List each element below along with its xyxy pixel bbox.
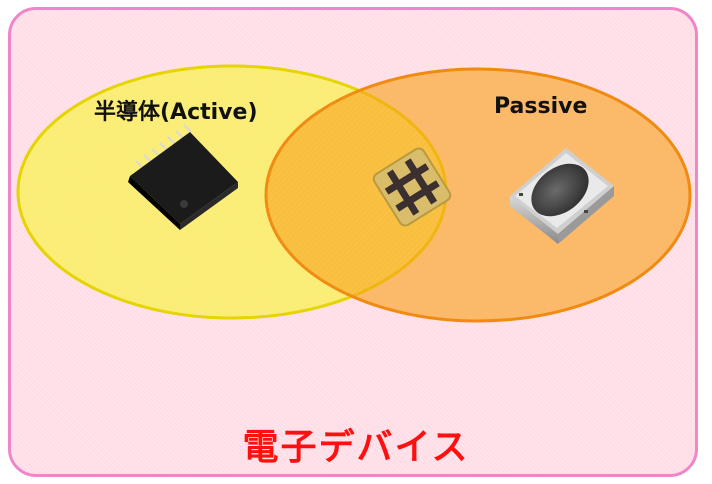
active-ic-chip	[128, 124, 238, 230]
shared-package-chip	[372, 147, 452, 227]
diagram-caption: 電子デバイス	[242, 427, 470, 468]
active-set-label: 半導体(Active)	[94, 100, 258, 125]
passive-sensor-chip	[510, 148, 614, 244]
passive-set-label: Passive	[494, 94, 588, 119]
